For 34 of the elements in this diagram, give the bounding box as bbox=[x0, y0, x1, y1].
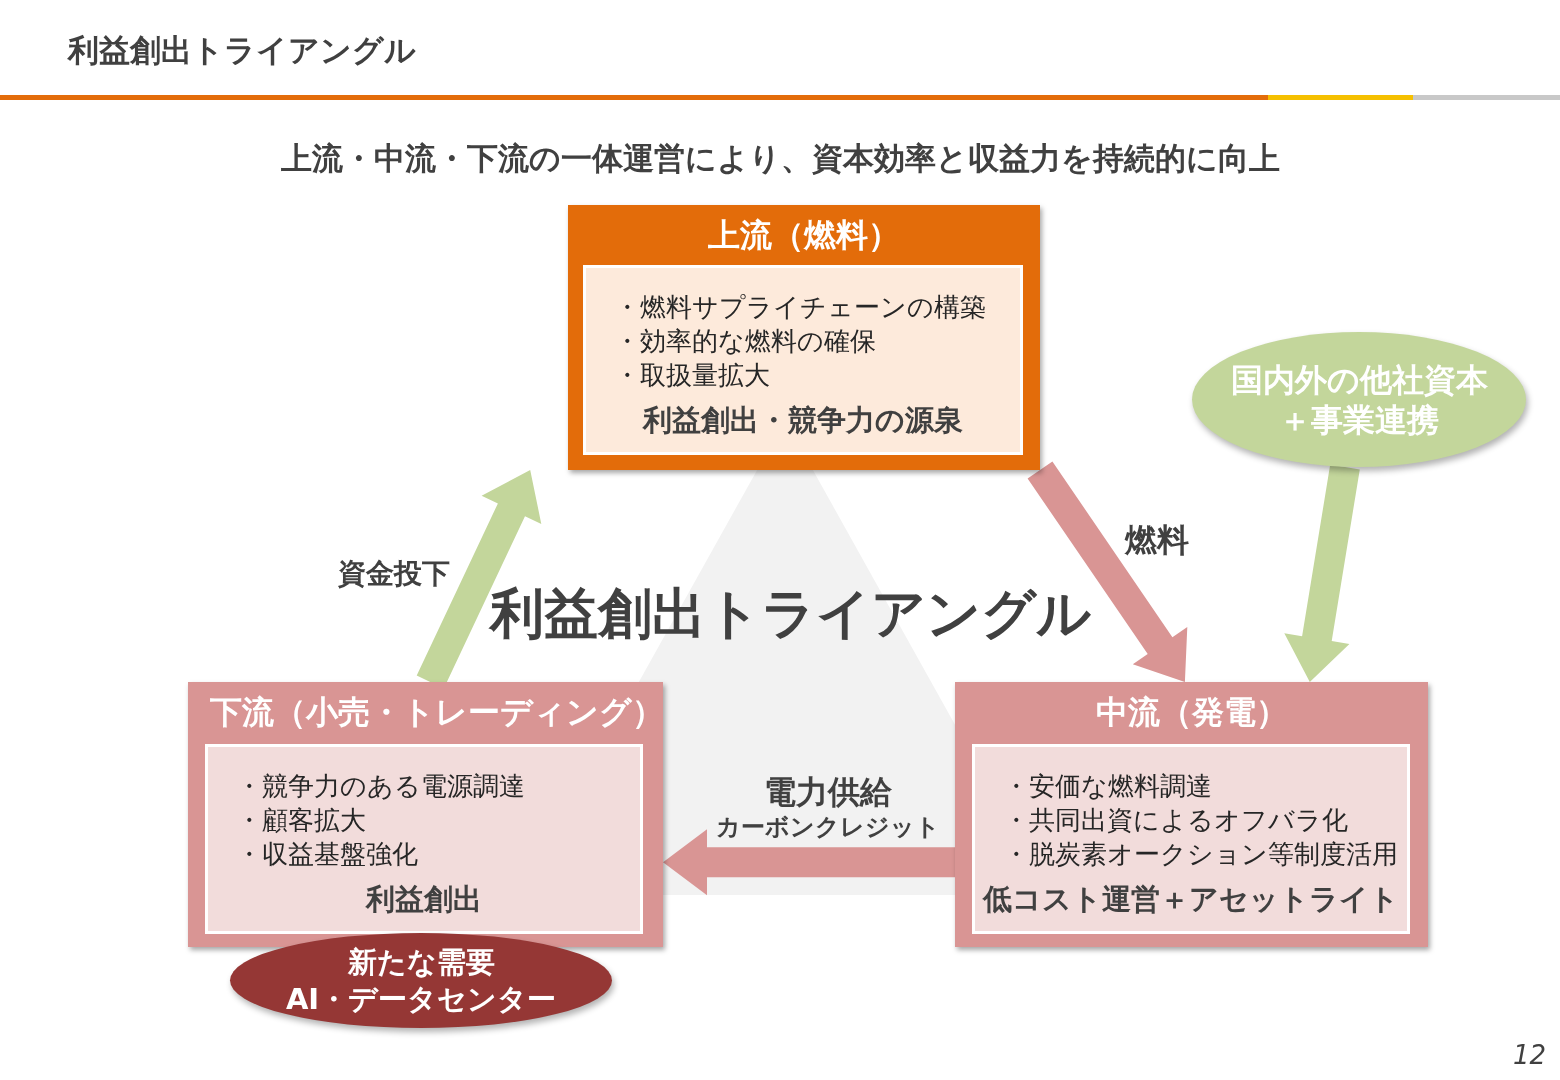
arrow bbox=[1027, 461, 1188, 682]
ellipse-text: AI・データセンター bbox=[285, 980, 557, 1018]
node-title: 上流（燃料） bbox=[707, 215, 901, 256]
process-box bbox=[568, 205, 1040, 470]
bullet-text: ・脱炭素オークション等制度活用 bbox=[1003, 838, 1398, 871]
bullet-text: ・燃料サプライチェーンの構築 bbox=[614, 291, 986, 324]
bullet-text: ・競争力のある電源調達 bbox=[236, 770, 525, 803]
node-title: 中流（発電） bbox=[1094, 692, 1289, 733]
bullet-text: ・共同出資によるオフバラ化 bbox=[1003, 804, 1348, 837]
bullet-text: ・取扱量拡大 bbox=[614, 359, 770, 392]
content-panel bbox=[205, 744, 643, 934]
bullet-text: ・収益基盤強化 bbox=[236, 838, 418, 871]
summary-text: 利益創出・競争力の源泉 bbox=[641, 402, 964, 439]
bullet-text: ・顧客拡大 bbox=[236, 804, 366, 837]
subtitle: 上流・中流・下流の一体運営により、資本効率と収益力を持続的に向上 bbox=[279, 139, 1281, 178]
summary-text: 低コスト運営＋アセットライト bbox=[981, 881, 1400, 918]
summary-text: 利益創出 bbox=[364, 881, 483, 918]
center-title: 利益創出トライアングル bbox=[487, 581, 1092, 647]
edge-label: 燃料 bbox=[1125, 520, 1189, 560]
content-panel bbox=[583, 265, 1023, 455]
process-box bbox=[955, 682, 1428, 947]
bullet-text: ・安価な燃料調達 bbox=[1003, 770, 1212, 803]
ellipse-text: 国内外の他社資本＋事業連携 bbox=[1229, 359, 1489, 440]
arrow bbox=[663, 829, 955, 896]
process-box bbox=[188, 682, 663, 947]
page-title: 利益創出トライアングル bbox=[68, 31, 416, 70]
arrow bbox=[1284, 464, 1360, 682]
edge-label: 電力供給カーボンクレジット bbox=[715, 772, 941, 842]
node-title: 下流（小売・トレーディング） bbox=[210, 692, 664, 733]
page-number: 12 bbox=[1511, 1040, 1546, 1070]
content-panel bbox=[972, 744, 1410, 934]
edge-label: 資金投下 bbox=[338, 556, 450, 591]
bullet-text: ・効率的な燃料の確保 bbox=[614, 325, 876, 358]
ellipse-text: 新たな需要 bbox=[347, 943, 495, 981]
